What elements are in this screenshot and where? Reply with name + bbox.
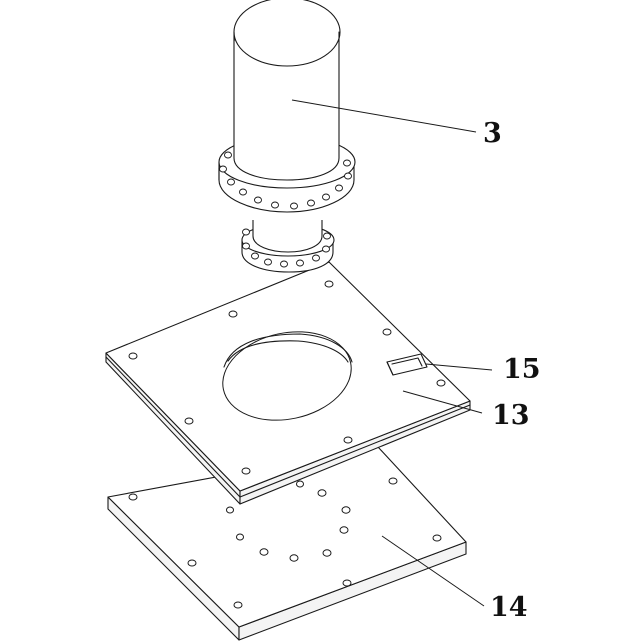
cylinder-assembly bbox=[218, 0, 356, 213]
bottom-plate bbox=[107, 446, 467, 641]
cylinder-top-cap bbox=[233, 0, 341, 67]
leader-lines bbox=[291, 99, 493, 607]
upper-flange-bolts bbox=[219, 151, 352, 210]
top-plate-opening bbox=[222, 331, 353, 421]
top-plate-slot bbox=[386, 353, 428, 376]
part-label-3: 3 bbox=[483, 118, 502, 149]
part-label-15: 15 bbox=[503, 354, 541, 385]
top-plate bbox=[105, 261, 471, 505]
part-label-14: 14 bbox=[490, 592, 528, 623]
top-plate-holes bbox=[128, 280, 446, 475]
part-label-13: 13 bbox=[492, 400, 530, 431]
lower-flange bbox=[241, 220, 335, 273]
lower-flange-bolts bbox=[242, 228, 331, 268]
bottom-plate-holes bbox=[128, 477, 442, 609]
cylinder-body bbox=[233, 39, 340, 181]
